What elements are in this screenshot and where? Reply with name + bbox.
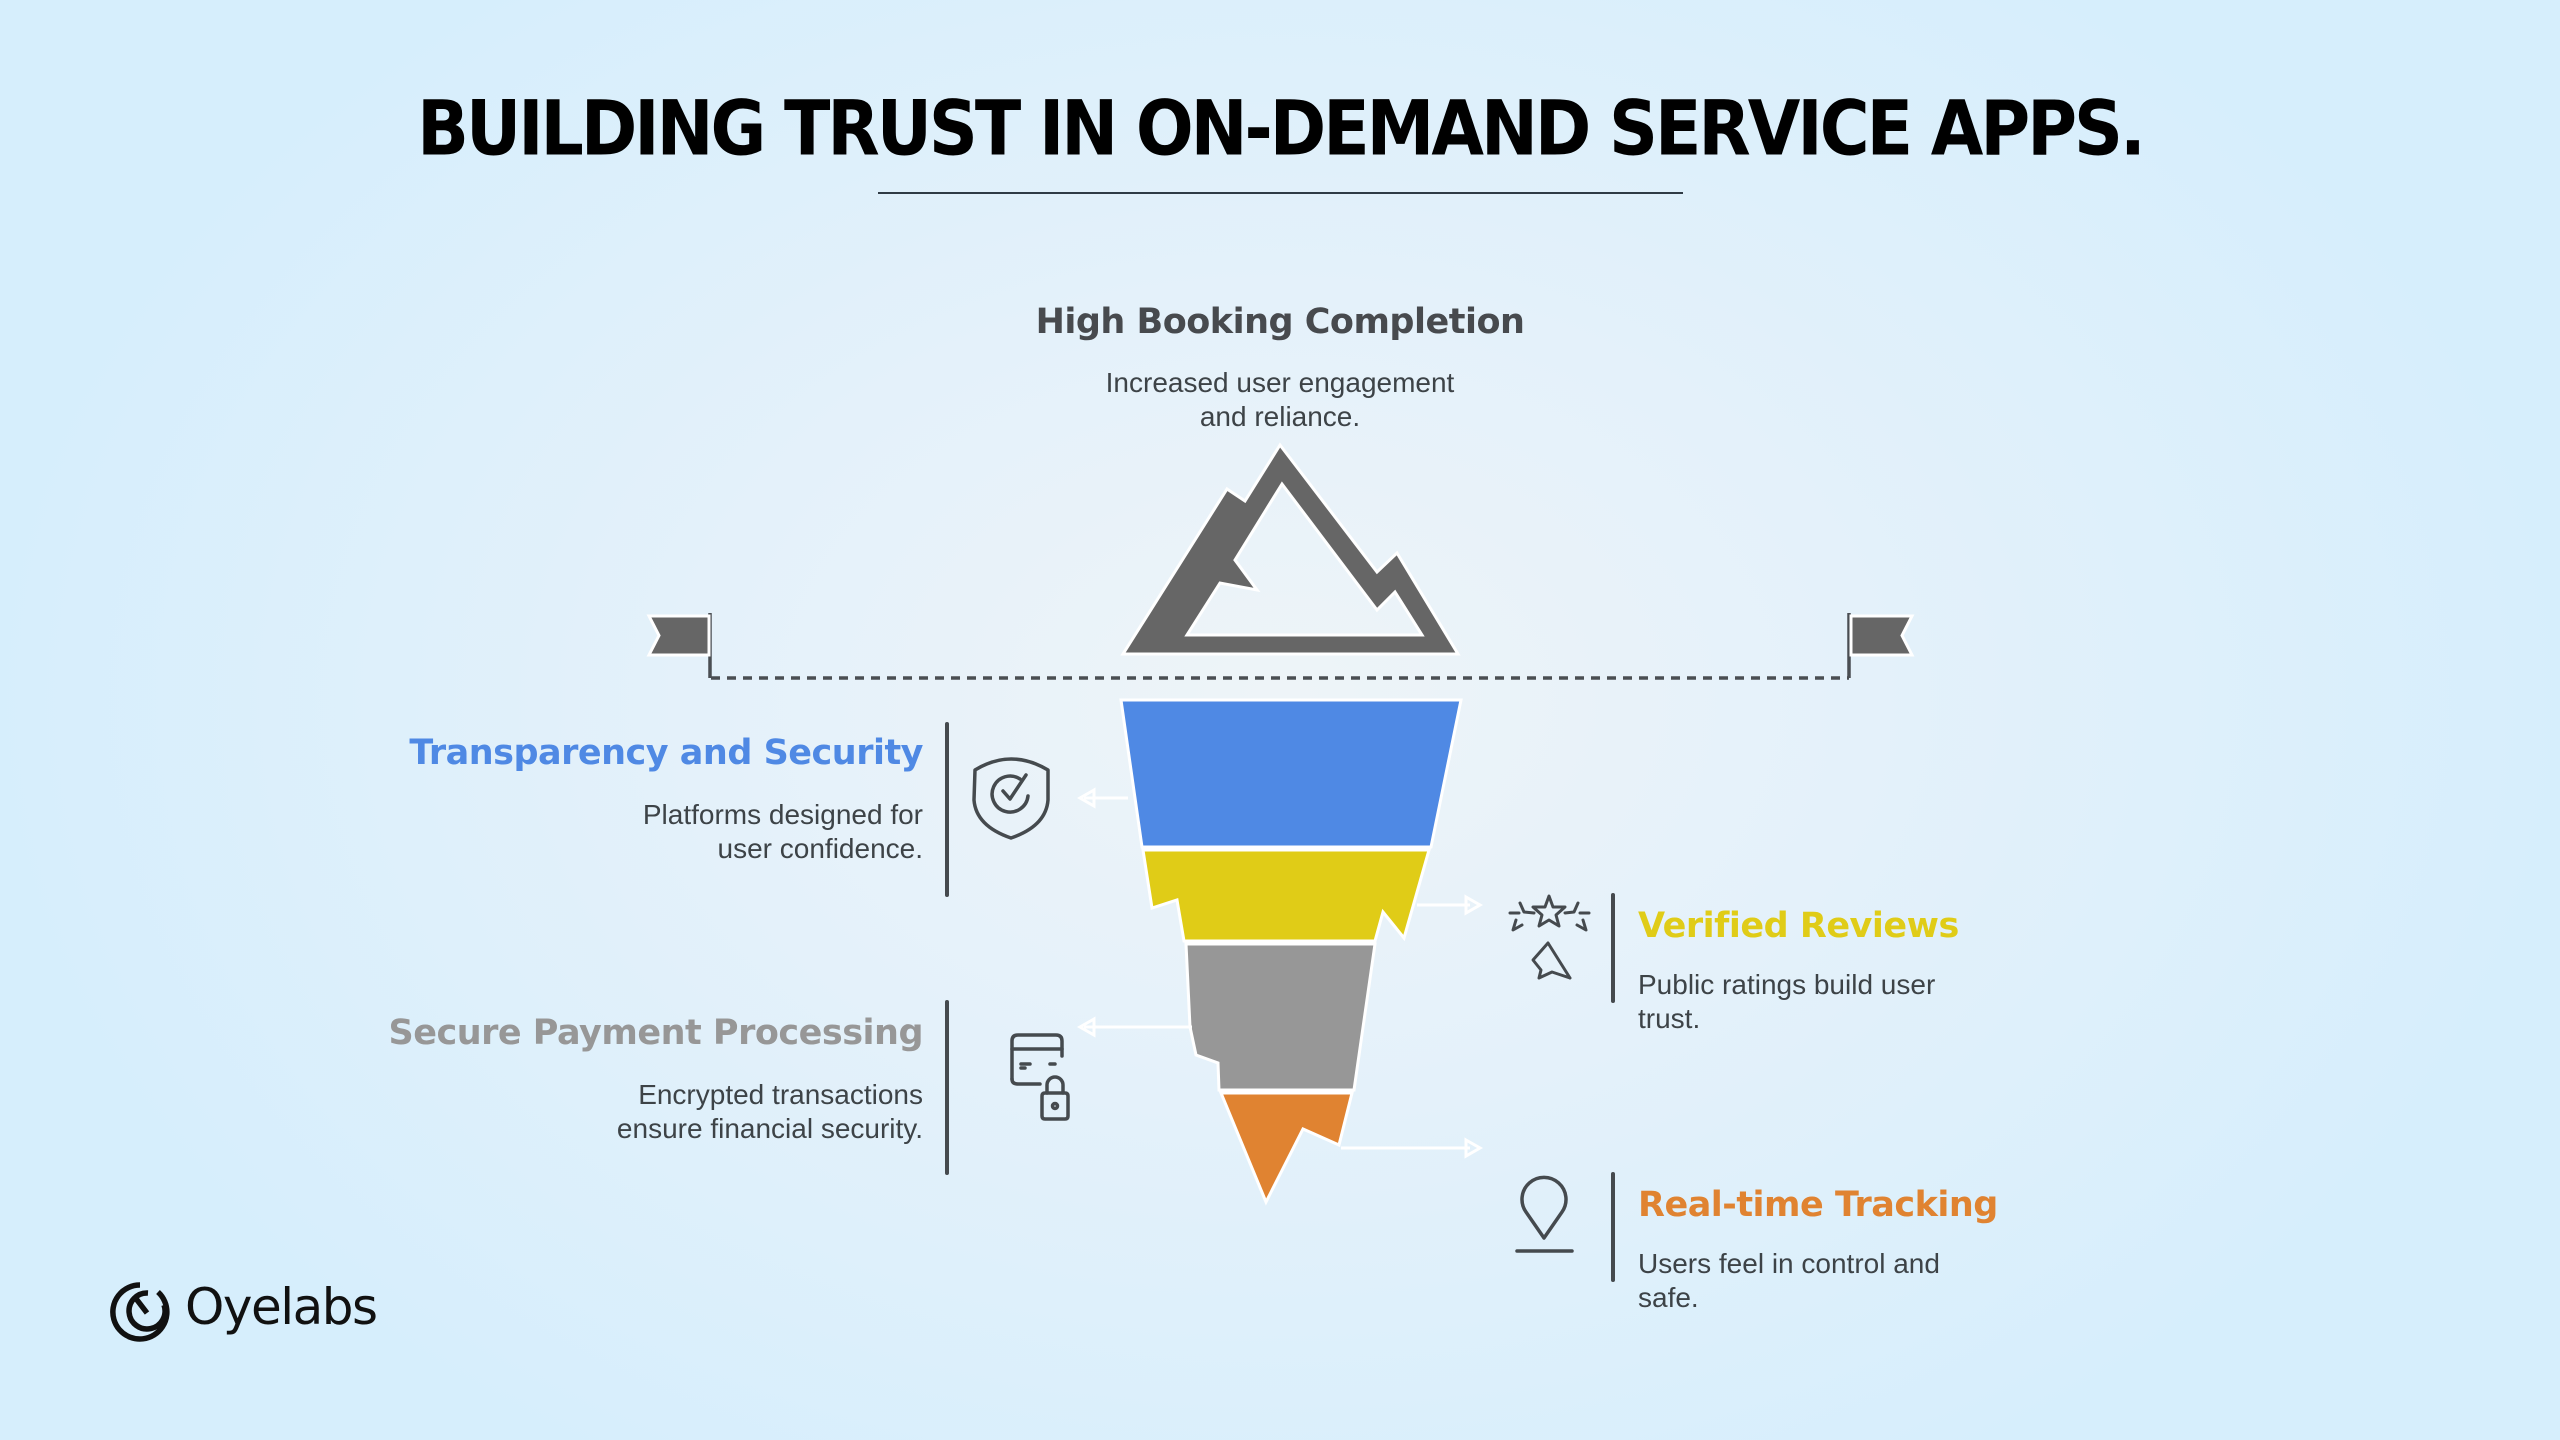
peak-heading: High Booking Completion (1035, 302, 1525, 342)
flag-icon-right (1849, 614, 1915, 657)
layer-blue (1119, 698, 1463, 849)
location-pin-icon (1515, 1175, 1574, 1253)
page-title: BUILDING TRUST IN ON-DEMAND SERVICE APPS… (417, 85, 2146, 174)
flag-icon-left (646, 614, 711, 657)
divider-tracking (1611, 1172, 1615, 1282)
layer-heading-tracking: Real-time Tracking (1638, 1185, 1998, 1225)
divider-transparency (945, 722, 949, 897)
layer-description-transparency: Platforms designed for user confidence. (642, 799, 923, 864)
peak-description: Increased user engagement and reliance. (1105, 367, 1455, 432)
layer-yellow (1141, 848, 1431, 943)
arrow-orange (1341, 1137, 1484, 1159)
arrow-yellow (1417, 894, 1484, 916)
layer-gray (1184, 942, 1377, 1092)
shield-check-icon (972, 757, 1050, 840)
arrow-blue (1076, 787, 1128, 809)
layer-description-reviews: Public ratings build user trust. (1638, 969, 1936, 1034)
title-underline (878, 192, 1683, 194)
divider-payment (945, 1000, 949, 1175)
layer-orange (1218, 1091, 1354, 1206)
mountain-peak-icon (1120, 442, 1461, 656)
star-rating-icon (1508, 894, 1591, 980)
credit-card-lock-icon (1010, 1033, 1070, 1121)
layer-description-payment: Encrypted transactions ensure financial … (616, 1079, 923, 1144)
layer-description-tracking: Users feel in control and safe. (1638, 1248, 1940, 1313)
brand-name: Oyelabs (185, 1278, 378, 1336)
layer-heading-reviews: Verified Reviews (1638, 906, 1959, 946)
divider-reviews (1611, 893, 1615, 1003)
layer-heading-transparency: Transparency and Security (409, 733, 923, 773)
oyelabs-logo-icon (110, 1282, 170, 1342)
layer-heading-payment: Secure Payment Processing (388, 1013, 924, 1053)
connector-arrows (1076, 787, 1484, 1159)
arrow-gray (1076, 1016, 1192, 1038)
